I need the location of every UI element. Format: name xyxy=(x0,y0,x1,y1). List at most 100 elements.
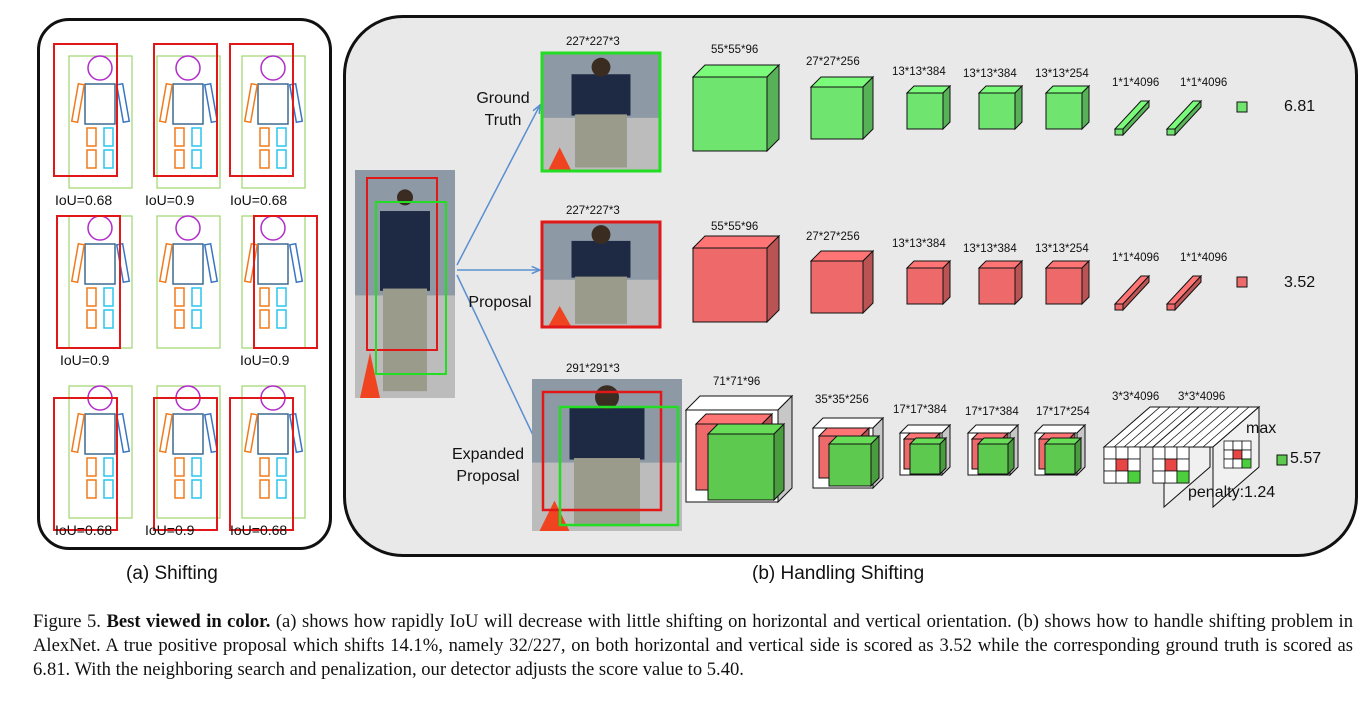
grid-cell xyxy=(1223,440,1234,451)
right-arm xyxy=(115,242,131,284)
shifted-box xyxy=(153,43,218,177)
grid-cell xyxy=(1152,470,1166,484)
gt-box xyxy=(375,201,447,375)
cube-side xyxy=(1007,436,1015,476)
shifting-example xyxy=(229,385,306,531)
cube-top xyxy=(809,250,875,262)
cube-front xyxy=(1045,92,1083,130)
left-upper-leg xyxy=(174,457,185,477)
fc6-bar xyxy=(1113,274,1151,312)
right-arm xyxy=(288,242,304,284)
dim-label: 27*27*256 xyxy=(806,231,860,243)
shifting-example xyxy=(153,43,221,189)
dim-label: 13*13*384 xyxy=(892,238,946,250)
cube-side xyxy=(942,259,951,306)
max-label: max xyxy=(1246,420,1277,437)
conv3-cube xyxy=(905,84,952,131)
shifted-box xyxy=(56,215,121,349)
shifting-example xyxy=(241,215,318,349)
left-arm xyxy=(243,412,259,454)
grid-cell xyxy=(1115,446,1129,460)
torso xyxy=(172,413,204,455)
grid-cell xyxy=(1152,446,1166,460)
row-label-expanded-proposal: Expanded Proposal xyxy=(451,446,525,485)
dim-label: 17*17*384 xyxy=(893,404,947,416)
grid-cell xyxy=(1241,458,1252,469)
cube-front xyxy=(978,267,1016,305)
head-icon xyxy=(260,215,286,241)
iou-label: IoU=0.9 xyxy=(60,352,110,368)
cube-front xyxy=(906,92,944,130)
person-head xyxy=(595,385,619,410)
grid-line xyxy=(1123,406,1171,448)
shifting-example xyxy=(53,43,133,189)
grid-cell xyxy=(1115,470,1129,484)
iou-label: IoU=0.9 xyxy=(145,522,195,538)
torso xyxy=(257,83,289,125)
dim-label: 227*227*3 xyxy=(566,36,620,48)
torso xyxy=(172,243,204,285)
left-lower-leg xyxy=(86,149,97,169)
cube-top xyxy=(809,76,875,88)
cube-top xyxy=(691,235,781,249)
dim-label: 27*27*256 xyxy=(806,56,860,68)
proposal-crop xyxy=(542,222,660,327)
panel-b-caption: (b) Handling Shifting xyxy=(752,563,925,584)
cube-side xyxy=(939,436,947,476)
dim-label: 55*55*96 xyxy=(711,221,759,233)
torso xyxy=(84,243,116,285)
traffic-cone xyxy=(547,147,572,171)
bar-end xyxy=(1166,303,1176,311)
torso xyxy=(257,243,289,285)
dim-label: 227*227*3 xyxy=(566,205,620,217)
grid-cell xyxy=(1164,458,1178,472)
bar-side xyxy=(1122,99,1150,137)
shifted-box xyxy=(153,397,218,531)
proposal-crop-border xyxy=(540,220,662,329)
grid-cell xyxy=(1115,458,1129,472)
right-lower-leg xyxy=(103,309,114,329)
cube-front xyxy=(1045,267,1083,305)
left-lower-leg xyxy=(86,479,97,499)
cube-side xyxy=(766,234,780,324)
right-lower-leg xyxy=(276,479,287,499)
grid-cell xyxy=(1223,458,1234,469)
person-legs xyxy=(575,276,627,324)
grid-cell xyxy=(1103,470,1117,484)
left-upper-leg xyxy=(174,127,185,147)
cube-side xyxy=(1014,259,1023,306)
dim-label: 13*13*384 xyxy=(963,243,1017,255)
right-lower-leg xyxy=(276,309,287,329)
cube-front xyxy=(707,433,775,501)
traffic-cone xyxy=(360,352,380,398)
person-torso xyxy=(571,240,631,278)
output-node xyxy=(1236,101,1248,113)
shifted-box xyxy=(229,43,294,177)
head-icon xyxy=(175,215,201,241)
conv4-cube xyxy=(977,84,1024,131)
green-sub-cube xyxy=(976,436,1016,476)
iou-label: IoU=0.9 xyxy=(145,192,195,208)
conv1-cube xyxy=(691,234,781,324)
dim-label: 1*1*4096 xyxy=(1112,77,1160,89)
right-upper-leg xyxy=(191,287,202,307)
shifting-example xyxy=(153,385,221,531)
right-lower-leg xyxy=(191,479,202,499)
dim-label: 17*17*384 xyxy=(965,406,1019,418)
conv1-cube xyxy=(691,63,781,153)
left-upper-leg xyxy=(174,287,185,307)
bar-side xyxy=(1174,99,1202,137)
cube-front xyxy=(692,247,768,323)
panel-a-caption: (a) Shifting xyxy=(126,563,218,584)
iou-label: IoU=0.68 xyxy=(55,192,113,208)
grid-cell xyxy=(1127,470,1141,484)
grid-cell xyxy=(1176,470,1190,484)
caption-bold: Best viewed in color. xyxy=(106,611,271,632)
ground-truth-crop xyxy=(542,53,660,171)
grid-line xyxy=(1162,406,1210,448)
grid-line xyxy=(1202,406,1250,448)
row-label-ground-truth: Ground Truth xyxy=(476,90,530,129)
left-upper-leg xyxy=(86,287,97,307)
left-upper-leg xyxy=(259,287,270,307)
left-lower-leg xyxy=(259,149,270,169)
